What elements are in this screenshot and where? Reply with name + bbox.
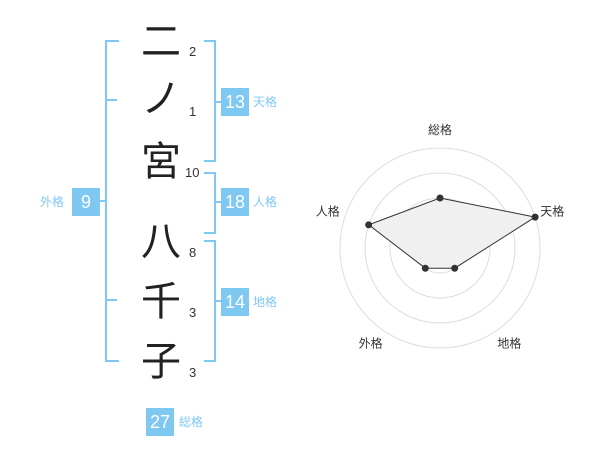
radar-point-2 xyxy=(531,213,539,221)
gaikaku-value-badge: 9 xyxy=(72,188,100,216)
radar-axis-label-2: 天格 xyxy=(540,204,564,219)
name-char-3: 宮 xyxy=(141,139,181,185)
tenkaku-label: 天格 xyxy=(253,95,278,109)
radar-axis-label-5: 人格 xyxy=(316,204,340,219)
name-char-2: ノ xyxy=(141,76,181,122)
soukaku-label: 総格 xyxy=(179,415,204,429)
radar-axis-label-4: 外格 xyxy=(359,335,383,350)
soukaku-value-badge: 27 xyxy=(146,408,174,436)
gaikaku-label: 外格 xyxy=(40,195,65,209)
stroke-count-2: 1 xyxy=(189,104,197,119)
radar-point-3 xyxy=(451,264,459,272)
name-char-1: 二 xyxy=(141,19,181,65)
stroke-count-3: 10 xyxy=(185,165,200,180)
radar-point-5 xyxy=(365,221,373,229)
tenkaku-value-badge: 13 xyxy=(221,88,249,116)
chikaku-value-badge: 14 xyxy=(221,288,249,316)
radar-axis-label-3: 地格 xyxy=(497,335,521,350)
tenkaku-connector xyxy=(215,101,221,103)
gaikaku-bracket xyxy=(105,40,119,362)
gaikaku-connector xyxy=(100,200,106,202)
stroke-count-4: 8 xyxy=(189,245,197,260)
gaikaku-bracket-tick-upper xyxy=(105,99,117,101)
radar-point-1 xyxy=(436,194,444,202)
chikaku-label: 地格 xyxy=(253,295,278,309)
name-char-5: 千 xyxy=(141,279,181,325)
jinkaku-connector xyxy=(215,201,221,203)
radar-ring-3 xyxy=(364,172,516,324)
stroke-count-1: 2 xyxy=(189,44,197,59)
radar-polygon xyxy=(367,197,537,269)
chikaku-connector xyxy=(215,300,221,302)
jinkaku-label: 人格 xyxy=(253,195,278,209)
stroke-count-5: 3 xyxy=(189,305,197,320)
name-char-6: 子 xyxy=(141,339,181,385)
name-char-4: 八 xyxy=(141,219,181,265)
stroke-count-6: 3 xyxy=(189,365,197,380)
radar-points xyxy=(365,194,539,272)
gaikaku-bracket-tick-lower xyxy=(105,299,117,301)
jinkaku-value-badge: 18 xyxy=(221,188,249,216)
jinkaku-bracket xyxy=(204,172,216,234)
radar-ring-4 xyxy=(339,147,541,349)
radar-point-4 xyxy=(421,264,429,272)
radar-axis-label-1: 総格 xyxy=(428,122,452,137)
